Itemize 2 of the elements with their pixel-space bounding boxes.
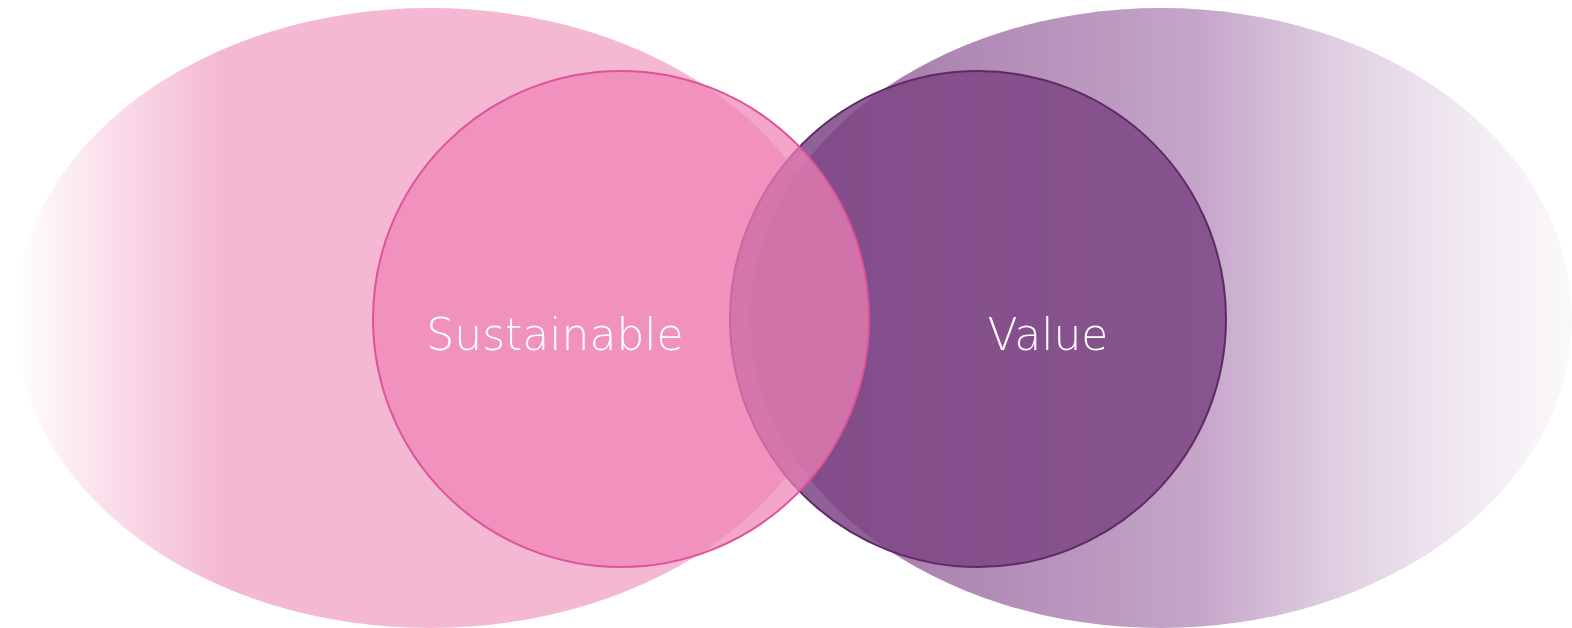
circle-label: Value xyxy=(987,308,1109,360)
circle-label: Sustainable xyxy=(426,308,684,360)
